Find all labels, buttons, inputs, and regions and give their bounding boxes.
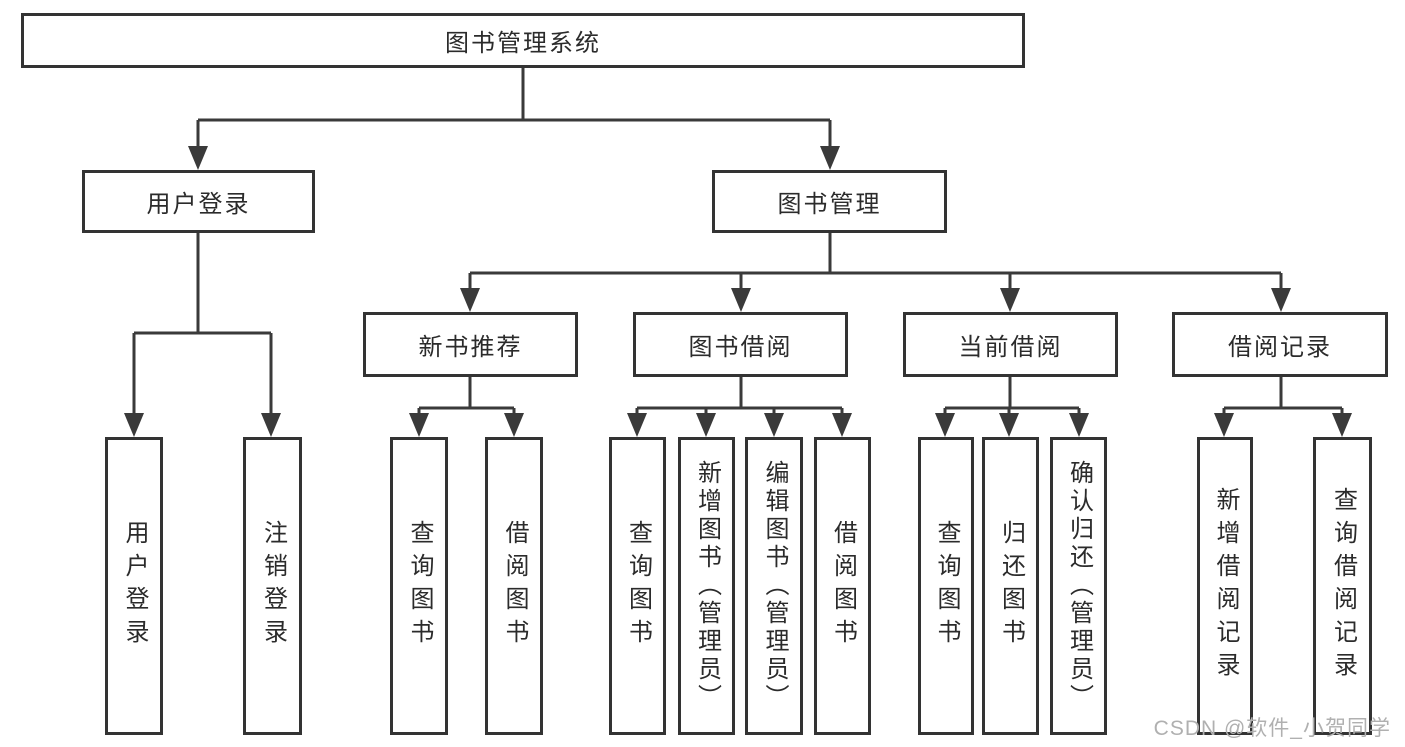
connector-root-to-level1 <box>188 68 840 170</box>
arrowhead <box>731 288 751 312</box>
leaf-return-books: 归还图书 <box>982 437 1039 735</box>
arrowhead <box>696 413 716 437</box>
node-borrow-records: 借阅记录 <box>1172 312 1388 377</box>
node-label: 借阅图书 <box>829 520 857 652</box>
arrowhead <box>764 413 784 437</box>
arrowhead <box>1271 288 1291 312</box>
leaf-add-borrow-record: 新增借阅记录 <box>1197 437 1253 735</box>
connector-login-to-leaves <box>124 233 281 437</box>
arrowhead <box>1000 288 1020 312</box>
arrowhead <box>627 413 647 437</box>
node-root-book-management-system: 图书管理系统 <box>21 13 1025 68</box>
node-label: 新增借阅记录 <box>1212 487 1239 685</box>
leaf-borrow-books: 借阅图书 <box>814 437 871 735</box>
connector-current-to-leaves <box>935 377 1089 437</box>
csdn-watermark: CSDN @软件_小贺同学 <box>1153 717 1391 740</box>
leaf-confirm-return-admin: 确认归还（管理员） <box>1050 437 1107 735</box>
node-user-login: 用户登录 <box>82 170 315 233</box>
leaf-query-books-current: 查询图书 <box>918 437 974 735</box>
node-label: 查询图书 <box>933 520 960 652</box>
node-book-borrow: 图书借阅 <box>633 312 848 377</box>
leaf-query-books-recommend: 查询图书 <box>390 437 448 735</box>
arrowhead <box>460 288 480 312</box>
arrowhead <box>409 413 429 437</box>
leaf-logout: 注销登录 <box>243 437 302 735</box>
leaf-add-books-admin: 新增图书（管理员） <box>678 437 735 735</box>
connector-borrow-to-leaves <box>627 377 852 437</box>
arrowhead <box>999 413 1019 437</box>
node-new-book-recommend: 新书推荐 <box>363 312 578 377</box>
arrowhead <box>1332 413 1352 437</box>
node-label: 编辑图书（管理员） <box>761 460 788 712</box>
node-label: 借阅记录 <box>1228 334 1332 361</box>
node-label: 新增图书（管理员） <box>693 460 721 712</box>
arrowhead <box>832 413 852 437</box>
node-label: 查询借阅记录 <box>1329 487 1357 685</box>
node-label: 用户登录 <box>146 191 251 218</box>
node-label: 图书管理系统 <box>445 30 601 57</box>
leaf-borrow-books-recommend: 借阅图书 <box>485 437 543 735</box>
connector-records-to-leaves <box>1214 377 1352 437</box>
node-label: 借阅图书 <box>501 520 528 652</box>
arrowhead <box>188 146 208 170</box>
arrowhead <box>504 413 524 437</box>
leaf-user-login: 用户登录 <box>105 437 163 735</box>
arrowhead <box>820 146 840 170</box>
node-label: 查询图书 <box>624 520 652 652</box>
arrowhead <box>261 413 281 437</box>
arrowhead <box>1214 413 1234 437</box>
connector-management-to-level2 <box>460 233 1291 312</box>
node-label: 用户登录 <box>121 520 148 652</box>
leaf-query-borrow-record: 查询借阅记录 <box>1313 437 1372 735</box>
node-label: 查询图书 <box>406 520 433 652</box>
node-label: 当前借阅 <box>958 334 1063 361</box>
node-book-management: 图书管理 <box>712 170 947 233</box>
node-label: 新书推荐 <box>418 334 523 361</box>
node-label: 归还图书 <box>997 520 1025 652</box>
node-label: 图书管理 <box>777 191 882 218</box>
arrowhead <box>1069 413 1089 437</box>
leaf-query-books-borrow: 查询图书 <box>609 437 666 735</box>
node-label: 注销登录 <box>259 520 287 652</box>
node-label: 确认归还（管理员） <box>1065 460 1093 712</box>
arrowhead <box>124 413 144 437</box>
leaf-edit-books-admin: 编辑图书（管理员） <box>745 437 803 735</box>
arrowhead <box>935 413 955 437</box>
connector-recommend-to-leaves <box>409 377 524 437</box>
node-label: 图书借阅 <box>688 334 793 361</box>
node-current-borrow: 当前借阅 <box>903 312 1118 377</box>
